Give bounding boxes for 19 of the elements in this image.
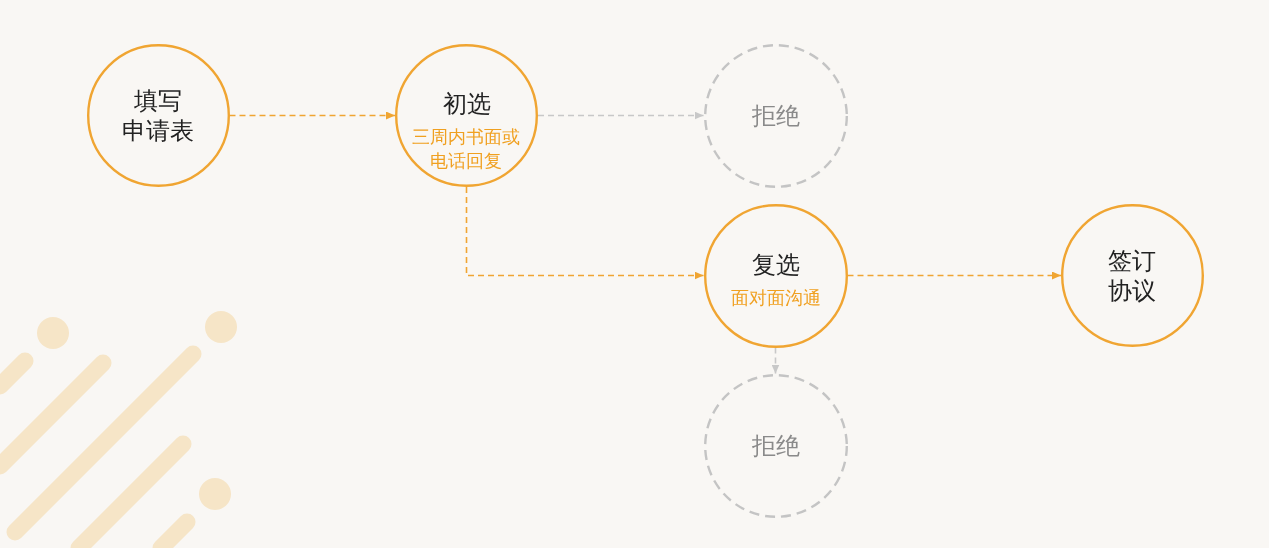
arrow — [771, 346, 780, 375]
step-circle — [86, 44, 230, 187]
step-note: 面对面沟通 — [730, 285, 821, 310]
step-note: 三周内书面或电话回复 — [411, 124, 522, 173]
step-title: 填写申请表 — [121, 85, 195, 146]
step-title: 拒绝 — [751, 430, 800, 461]
arrow — [846, 271, 1062, 280]
arrow — [537, 111, 705, 120]
step-title: 签订协议 — [1107, 245, 1158, 306]
step-circle — [395, 44, 538, 187]
arrow — [228, 111, 396, 120]
dashed-circle — [703, 373, 848, 518]
step-title: 拒绝 — [751, 100, 800, 131]
step-title: 初选 — [442, 88, 491, 119]
dashed-circle — [703, 43, 848, 188]
arrow — [465, 186, 705, 280]
step-title: 复选 — [751, 249, 800, 280]
step-circle — [703, 203, 848, 348]
step-circle — [1061, 204, 1204, 347]
